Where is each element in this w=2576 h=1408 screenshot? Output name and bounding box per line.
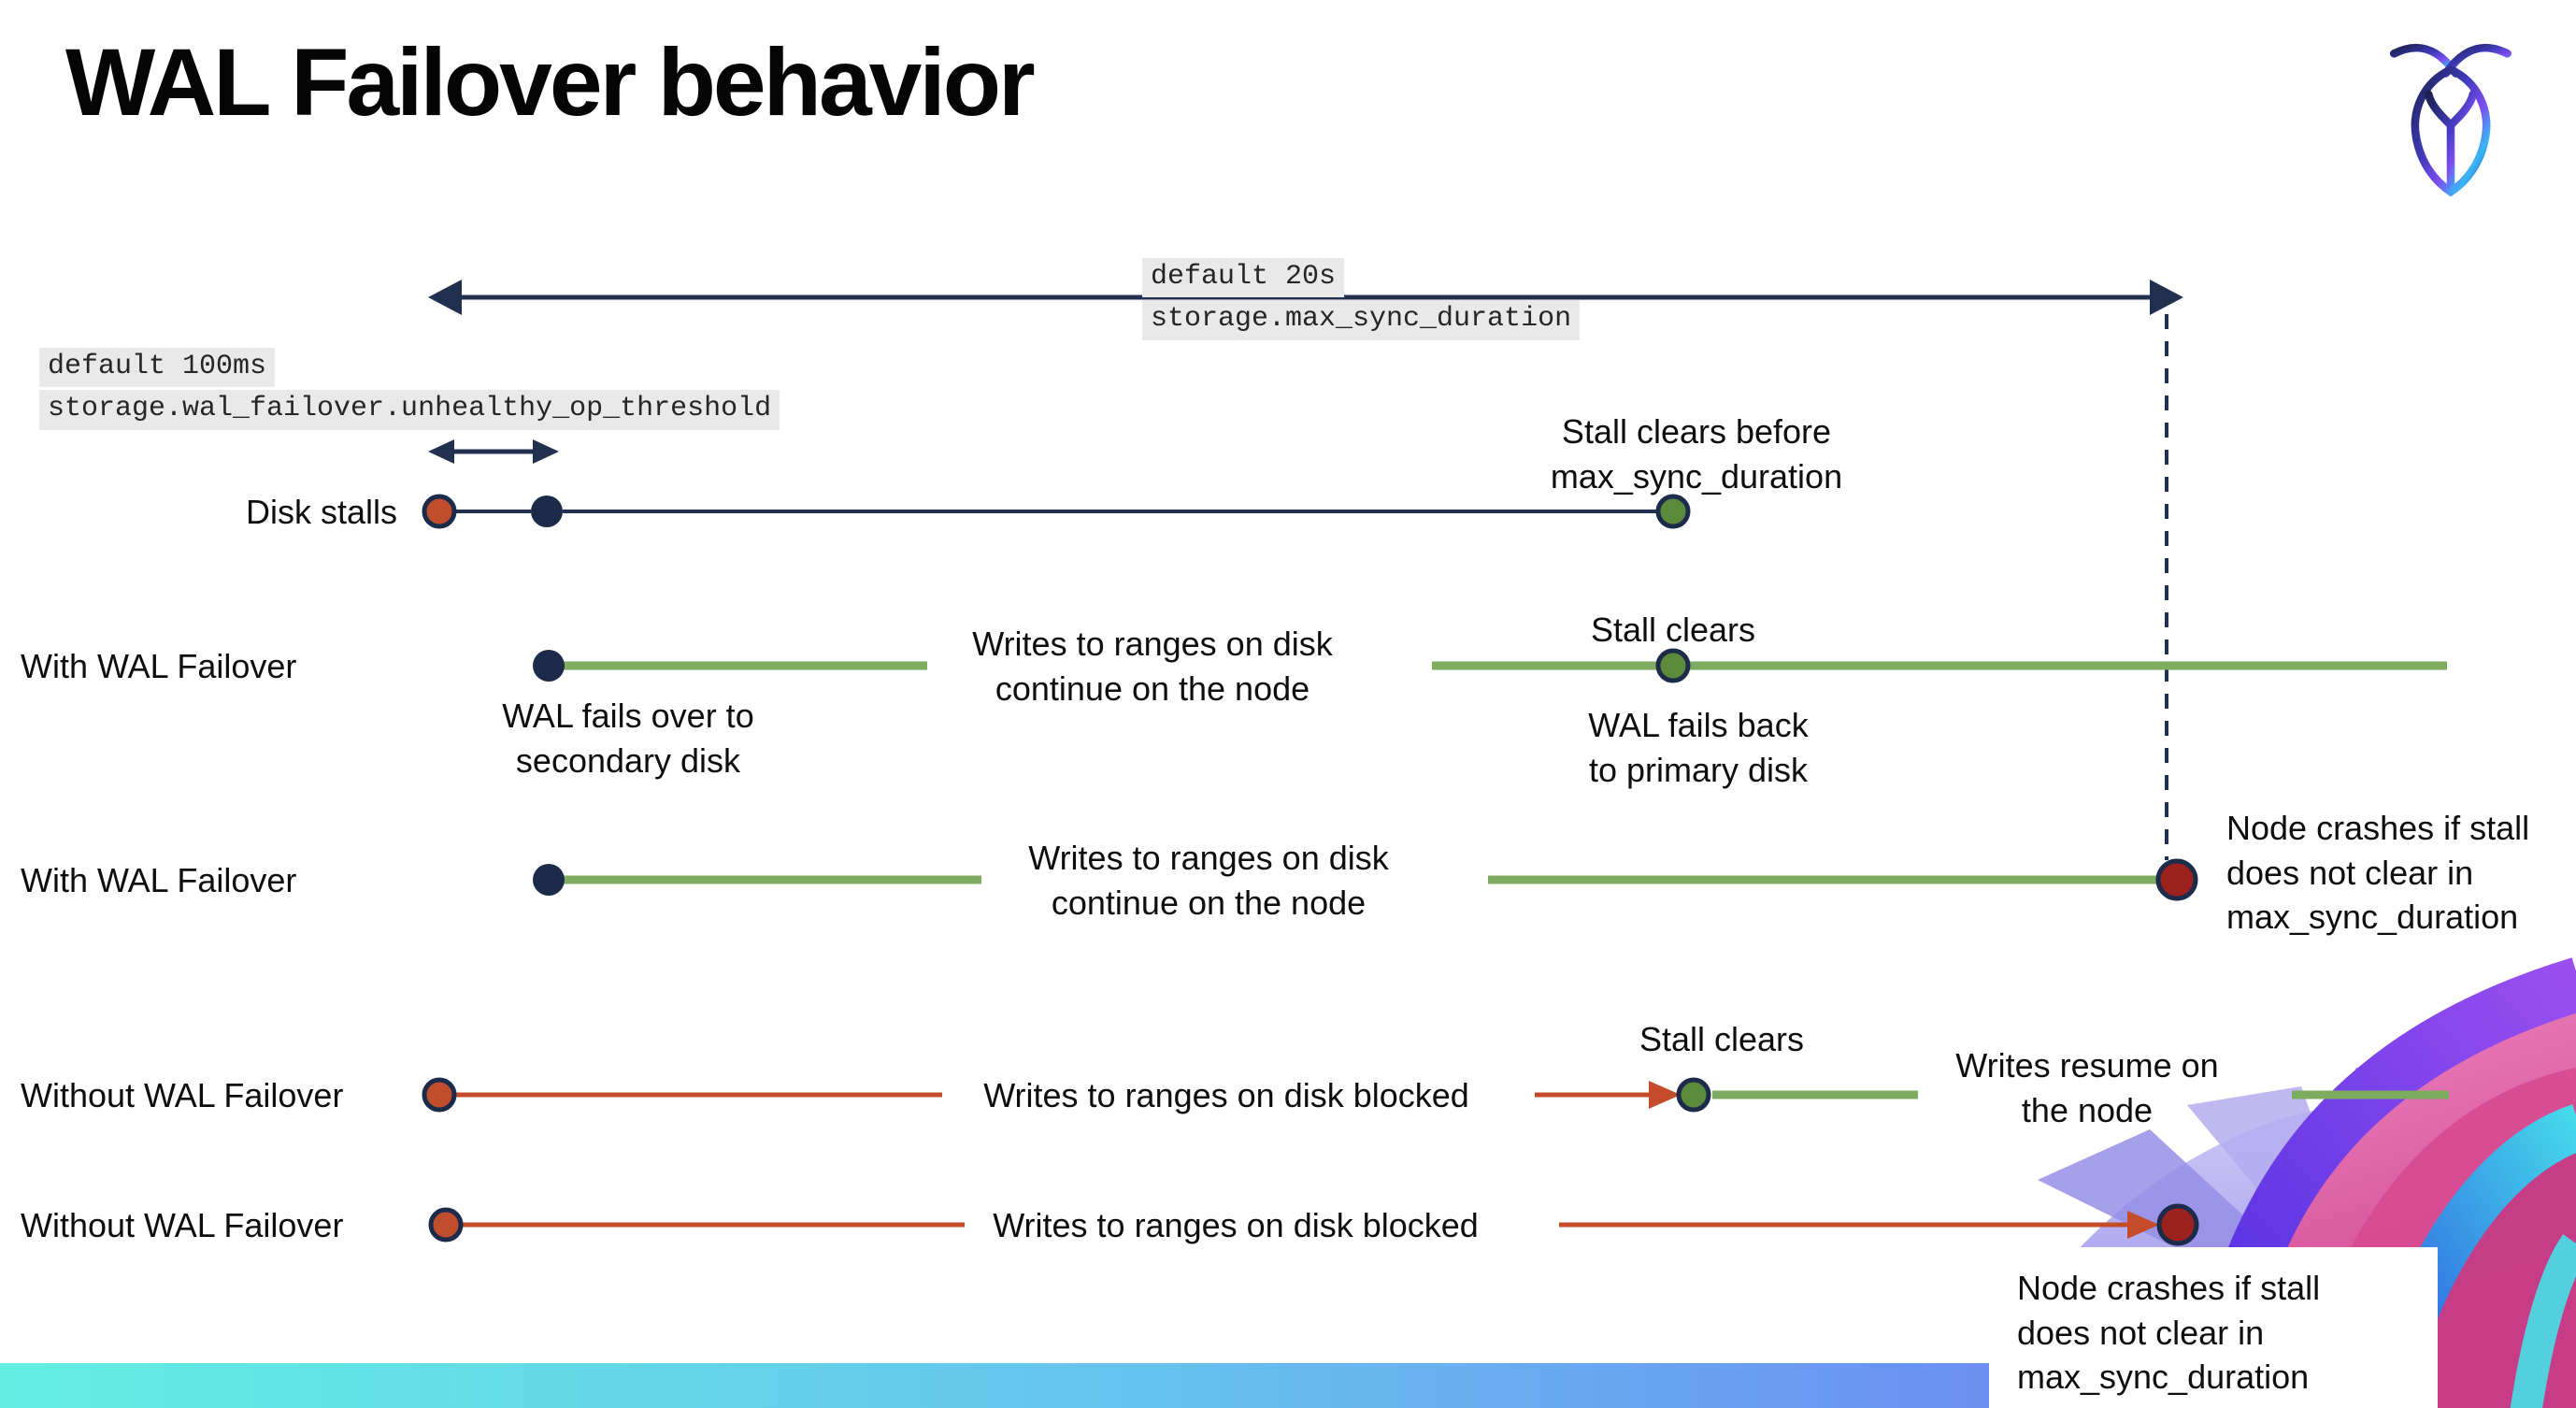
unhealthy-op-threshold-setting-tag: default 100ms storage.wal_failover.unhea… (39, 348, 780, 430)
body-vein (2424, 90, 2478, 194)
setting-name: storage.max_sync_duration (1142, 300, 1581, 340)
stall-start-dot (428, 1207, 464, 1243)
annotation-writes-continue-1: Writes to ranges on disk continue on the… (972, 625, 1333, 708)
wal-failover-dot (533, 650, 565, 682)
page-title: WAL Failover behavior (65, 29, 1036, 136)
annotation-writes-blocked-1: Writes to ranges on disk blocked (983, 1076, 1469, 1114)
annotation-writes-resume: Writes resume on the node (1955, 1046, 2219, 1129)
stall-clears-dot (1676, 1077, 1711, 1113)
with-wal-failover-1-timeline (533, 648, 2447, 683)
without-wal-failover-2-timeline (428, 1203, 2199, 1246)
node-crash-dot (2155, 858, 2198, 901)
stall-clears-dot (1655, 494, 1691, 529)
annotation-node-crashes-1: Node crashes if stall does not clear in … (2226, 809, 2530, 937)
max-sync-duration-setting-tag: default 20s storage.max_sync_duration (1142, 258, 1581, 340)
without-wal-failover-1-timeline (422, 1077, 2449, 1113)
row-label-disk-stalls: Disk stalls (245, 493, 397, 531)
annotation-stall-clears-before: Stall clears before max_sync_duration (1550, 412, 1843, 496)
wal-failover-dot (533, 864, 565, 896)
annotation-stall-clears-1: Stall clears (1590, 611, 1756, 649)
stall-start-dot (422, 494, 457, 529)
cockroachdb-logo (2389, 43, 2512, 197)
annotation-writes-continue-2: Writes to ranges on disk continue on the… (1028, 839, 1389, 922)
annotation-node-crashes-2: Node crashes if stall does not clear in … (2017, 1269, 2321, 1397)
annotation-wal-fails-over: WAL fails over to secondary disk (502, 697, 754, 780)
annotation-writes-blocked-2: Writes to ranges on disk blocked (993, 1206, 1479, 1244)
setting-default-value: default 100ms (39, 348, 276, 388)
disk-stalls-timeline (422, 494, 1691, 529)
row-label-with-wal-failover-2: With WAL Failover (21, 861, 297, 899)
with-wal-failover-2-timeline (533, 858, 2198, 901)
annotation-stall-clears-2: Stall clears (1639, 1020, 1805, 1058)
row-label-with-wal-failover-1: With WAL Failover (21, 647, 297, 685)
setting-default-value: default 20s (1142, 258, 1345, 298)
stall-start-dot (422, 1077, 457, 1113)
node-crash-dot (2156, 1203, 2199, 1246)
node-crashes-callout-box: Node crashes if stall does not clear in … (1989, 1247, 2438, 1408)
stall-clears-dot (1655, 648, 1691, 683)
failover-threshold-dot (531, 496, 563, 527)
setting-name: storage.wal_failover.unhealthy_op_thresh… (39, 390, 780, 430)
row-label-without-wal-failover-2: Without WAL Failover (21, 1206, 344, 1244)
row-label-without-wal-failover-1: Without WAL Failover (21, 1076, 344, 1114)
annotation-wal-fails-back: WAL fails back to primary disk (1588, 706, 1809, 789)
unhealthy-op-threshold-arrow (428, 439, 559, 464)
